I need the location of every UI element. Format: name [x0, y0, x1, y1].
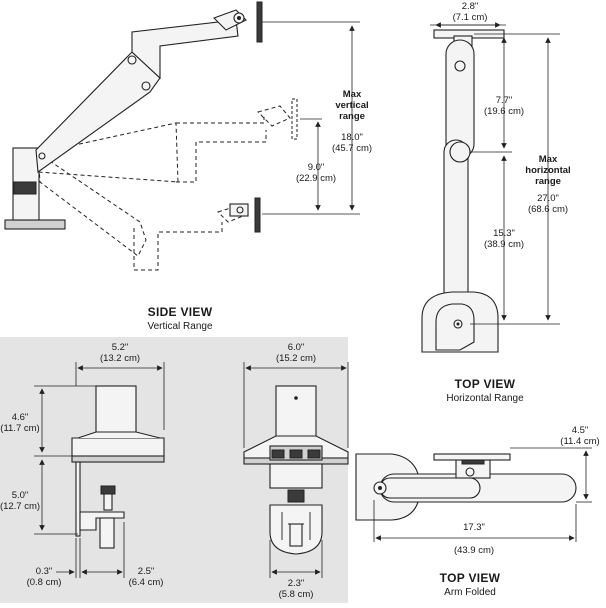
max-vertical-inches: 18.0"	[341, 132, 363, 143]
side-view-subtitle: Vertical Range	[147, 321, 212, 332]
top-view-range-subtitle: Horizontal Range	[446, 393, 524, 404]
clamp-depth-inches: 2.5"	[138, 566, 155, 577]
top-view-folded-drawing	[355, 447, 592, 542]
top-view-range-title: TOP VIEW	[455, 377, 516, 391]
max-horizontal-label-2: horizontal	[525, 165, 570, 176]
front-width-inches: 6.0"	[288, 342, 305, 353]
clamp-gap-inches: 0.3"	[36, 566, 53, 577]
top-view-range-drawing	[421, 22, 560, 353]
base-side-labels: 5.2" (13.2 cm) 4.6" (11.7 cm) 5.0" (12.7…	[0, 342, 163, 588]
folded-depth-cm: (11.4 cm)	[560, 436, 599, 447]
folded-length-cm: (43.9 cm)	[454, 545, 494, 556]
max-vertical-label-1: Max	[343, 89, 362, 100]
base-front-drawing	[243, 362, 349, 578]
base-side-drawing	[34, 362, 165, 578]
clamp-width-inches: 2.3"	[288, 578, 305, 589]
max-horizontal-label-3: range	[535, 176, 561, 187]
base-width-inches: 5.2"	[112, 342, 129, 353]
base-width-cm: (13.2 cm)	[100, 353, 140, 364]
clamp-height-cm: (12.7 cm)	[0, 501, 40, 512]
max-vertical-label-3: range	[339, 111, 365, 122]
base-front-labels: 6.0" (15.2 cm) 2.3" (5.8 cm)	[276, 342, 316, 600]
top-view-folded-subtitle: Arm Folded	[444, 587, 496, 598]
clamp-height-inches: 5.0"	[12, 490, 29, 501]
top-view-range-labels: 2.8" (7.1 cm) 7.7" (19.6 cm) 15.3" (38.9…	[446, 1, 570, 404]
top-view-folded-labels: 4.5" (11.4 cm) 17.3" (43.9 cm) TOP VIEW …	[440, 425, 600, 598]
max-horizontal-cm: (68.6 cm)	[528, 204, 568, 215]
lower-arm-inches: 15.3"	[493, 228, 515, 239]
folded-depth-inches: 4.5"	[572, 425, 589, 436]
max-horizontal-inches: 27.0"	[537, 193, 559, 204]
upper-arm-cm: (19.6 cm)	[484, 106, 524, 117]
post-height-inches: 4.6"	[12, 412, 29, 423]
side-view-drawing	[4, 1, 360, 271]
max-horizontal-label-1: Max	[539, 154, 558, 165]
lower-arm-cm: (38.9 cm)	[484, 239, 524, 250]
mid-vertical-cm: (22.9 cm)	[296, 173, 336, 184]
folded-length-inches: 17.3"	[463, 522, 485, 533]
side-view-labels: Max vertical range 18.0" (45.7 cm) 9.0" …	[147, 89, 372, 332]
plate-width-cm: (7.1 cm)	[453, 12, 488, 23]
max-vertical-cm: (45.7 cm)	[332, 143, 372, 154]
plate-width-inches: 2.8"	[462, 1, 479, 12]
side-view-title: SIDE VIEW	[148, 305, 213, 319]
clamp-width-cm: (5.8 cm)	[279, 589, 314, 600]
clamp-gap-cm: (0.8 cm)	[27, 577, 62, 588]
front-width-cm: (15.2 cm)	[276, 353, 316, 364]
max-vertical-label-2: vertical	[335, 100, 368, 111]
mid-vertical-inches: 9.0"	[308, 162, 325, 173]
post-height-cm: (11.7 cm)	[0, 423, 39, 434]
upper-arm-inches: 7.7"	[496, 95, 513, 106]
clamp-depth-cm: (6.4 cm)	[129, 577, 164, 588]
top-view-folded-title: TOP VIEW	[440, 571, 501, 585]
